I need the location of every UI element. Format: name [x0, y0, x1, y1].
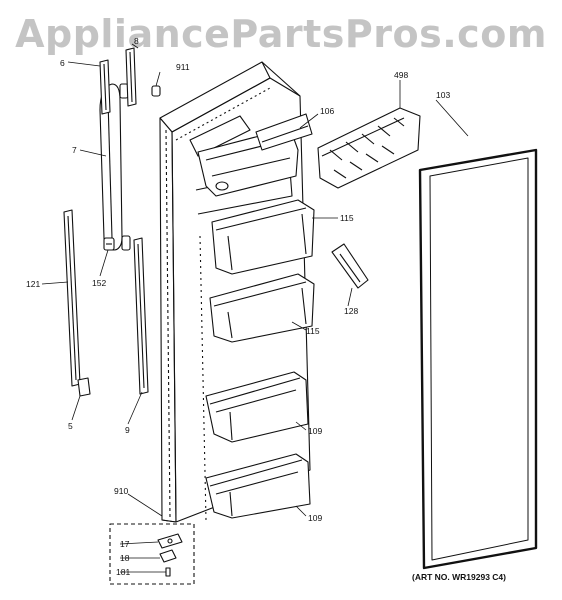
- hinge-kit-box: [109, 523, 195, 585]
- leader-lines: [41, 43, 469, 573]
- callout-121: 121: [26, 279, 40, 289]
- callout-181: 181: [116, 567, 130, 577]
- watermark-text: AppliancePartsPros.com: [15, 12, 547, 56]
- callout-5: 5: [68, 421, 73, 431]
- callout-6: 6: [60, 58, 65, 68]
- door-liner: [159, 61, 311, 523]
- part-152: [103, 237, 115, 251]
- callout-18: 18: [120, 553, 130, 563]
- dairy-door: [255, 113, 313, 151]
- callout-128: 128: [344, 306, 358, 316]
- callout-109-lower: 109: [308, 513, 322, 523]
- egg-bin: [317, 107, 421, 189]
- part-5: [77, 377, 91, 397]
- callout-labels: 6 8 911 7 106 498 103 115 115 128 121 15…: [26, 36, 450, 577]
- callout-115-lower: 115: [306, 326, 320, 336]
- door-bin-lower-1: [205, 371, 309, 443]
- callout-911: 911: [176, 62, 190, 72]
- callout-109-upper: 109: [308, 426, 322, 436]
- part-128: [331, 243, 369, 289]
- part-911: [151, 85, 161, 97]
- art-number-label: (ART NO. WR19293 C4): [412, 572, 506, 582]
- callout-152: 152: [92, 278, 106, 288]
- callout-498: 498: [394, 70, 408, 80]
- door-handle: [99, 83, 131, 251]
- callout-106: 106: [320, 106, 334, 116]
- door-bin-upper: [211, 199, 315, 275]
- callout-7: 7: [72, 145, 77, 155]
- callout-910: 910: [114, 486, 128, 496]
- trim-strip-8: [125, 47, 137, 107]
- callout-103: 103: [436, 90, 450, 100]
- door-gasket: [418, 148, 538, 570]
- callout-9: 9: [125, 425, 130, 435]
- trim-strip-9: [133, 237, 149, 395]
- door-bin-middle: [209, 273, 315, 343]
- door-bin-lower-2: [205, 453, 311, 519]
- callout-115-upper: 115: [340, 213, 354, 223]
- trim-strip-121: [63, 209, 81, 387]
- trim-strip-6: [99, 59, 111, 115]
- callout-17: 17: [120, 539, 130, 549]
- callout-8: 8: [134, 36, 139, 46]
